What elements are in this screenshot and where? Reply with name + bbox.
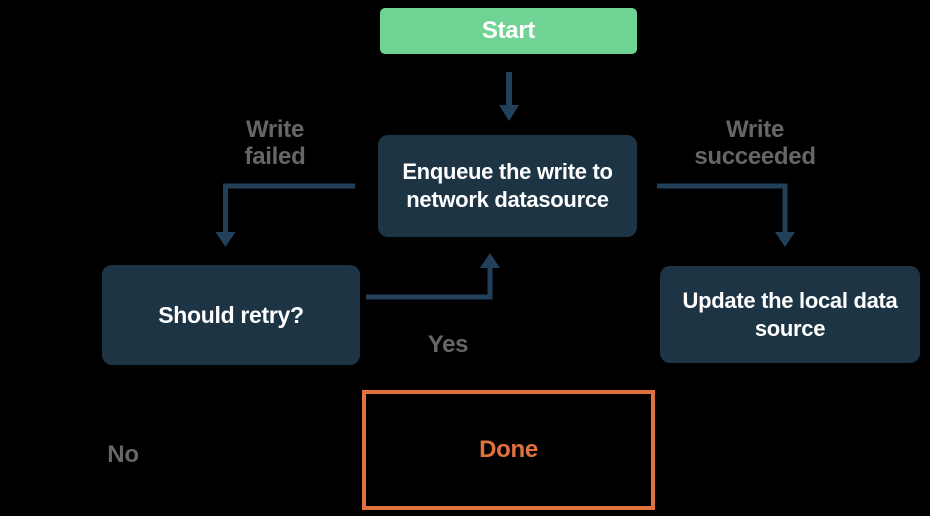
write-succeeded-label-line1: Write	[725, 116, 785, 143]
arrow-start-to-enqueue	[499, 72, 519, 121]
enqueue-write-node: Enqueue the write to network datasource	[378, 135, 637, 237]
arrow-should-retry-to-enqueue	[366, 253, 500, 300]
done-node-label: Done	[479, 436, 538, 463]
should-retry-node: Should retry?	[102, 265, 360, 365]
arrow-enqueue-to-update-local	[657, 183, 795, 247]
start-node-label: Start	[481, 17, 536, 44]
write-failed-label: Write failed	[195, 116, 355, 170]
start-node: Start	[380, 8, 637, 54]
write-succeeded-label-line2: succeeded	[694, 143, 816, 170]
update-local-source-node-line1: Update the local data	[682, 287, 898, 313]
write-failed-label-line1: Write	[245, 116, 305, 143]
done-node: Done	[362, 390, 655, 510]
arrow-enqueue-to-should-retry	[215, 183, 355, 247]
yes-label: Yes	[427, 331, 469, 358]
write-failed-label-line2: failed	[244, 143, 306, 170]
update-local-source-node-line2: source	[754, 315, 826, 341]
enqueue-write-node-line2: network datasource	[406, 187, 609, 212]
no-label: No	[107, 441, 139, 468]
enqueue-write-node-line1: Enqueue the write to	[402, 159, 613, 184]
should-retry-node-label: Should retry?	[158, 302, 304, 328]
write-succeeded-label: Write succeeded	[675, 116, 835, 170]
update-local-source-node: Update the local data source	[660, 266, 920, 363]
